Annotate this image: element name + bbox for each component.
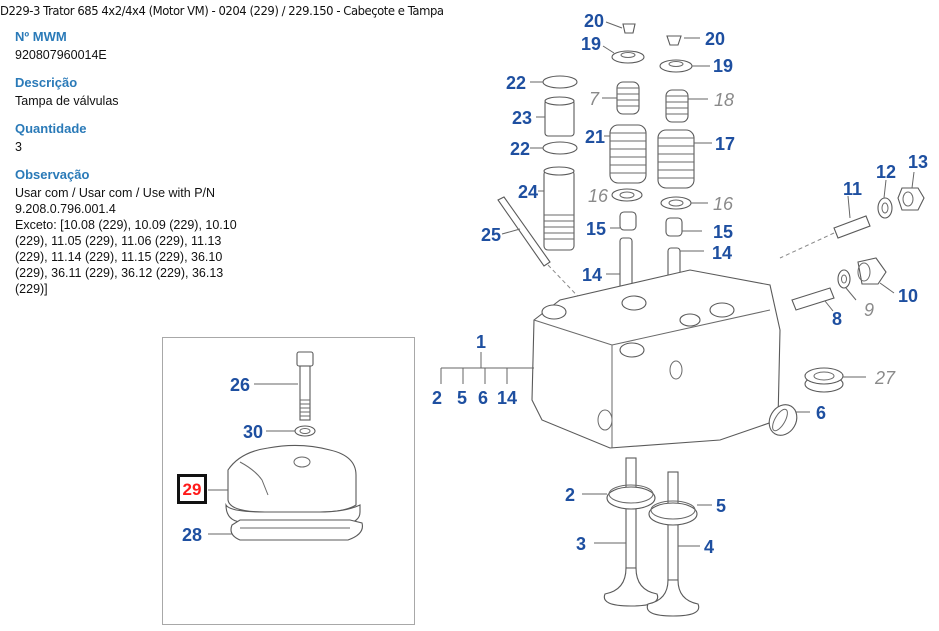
callout-13[interactable]: 13 — [908, 152, 928, 172]
callout-5-head[interactable]: 5 — [457, 388, 467, 408]
washer-30[interactable] — [294, 425, 316, 437]
selected-part-number: 29 — [182, 480, 202, 499]
observation-label: Observação — [15, 167, 90, 182]
valve-4[interactable] — [646, 471, 700, 617]
callout-28[interactable]: 28 — [182, 525, 202, 545]
callout-2[interactable]: 2 — [565, 485, 575, 505]
callout-30[interactable]: 30 — [243, 422, 263, 442]
inner-spring-18[interactable] — [665, 89, 689, 123]
callout-6[interactable]: 6 — [816, 403, 826, 423]
callout-22-top[interactable]: 22 — [506, 73, 526, 93]
callout-17[interactable]: 17 — [715, 134, 735, 154]
quantity-label: Quantidade — [15, 121, 87, 136]
callout-14-right[interactable]: 14 — [712, 243, 732, 263]
washer-12[interactable] — [877, 197, 893, 219]
callout-11[interactable]: 11 — [843, 179, 862, 199]
valve-seal-15-left[interactable] — [619, 211, 637, 231]
mwm-label: Nº MWM — [15, 29, 67, 44]
callout-8[interactable]: 8 — [832, 309, 842, 329]
quantity-value: 3 — [15, 140, 22, 154]
valve-keeper-20-left[interactable] — [622, 23, 636, 34]
callout-1[interactable]: 1 — [476, 332, 486, 352]
bolt-26[interactable] — [296, 351, 314, 421]
callout-20-right[interactable]: 20 — [705, 29, 725, 49]
stud-8[interactable] — [791, 287, 835, 311]
callout-10[interactable]: 10 — [898, 286, 918, 306]
inner-spring-7[interactable] — [616, 81, 640, 115]
tube-24[interactable] — [543, 166, 575, 251]
part-details-panel: Nº MWM 920807960014E Descrição Tampa de … — [15, 29, 265, 309]
description-value: Tampa de válvulas — [15, 94, 119, 108]
callout-5[interactable]: 5 — [716, 496, 726, 516]
spring-seat-16-left[interactable] — [611, 188, 643, 202]
spring-cap-19-left[interactable] — [611, 50, 645, 64]
outer-spring-17[interactable] — [657, 129, 695, 189]
mwm-value: 920807960014E — [15, 48, 107, 62]
observation-value: Usar com / Usar com / Use with P/N 9.208… — [15, 186, 237, 296]
sleeve-23[interactable] — [544, 96, 575, 137]
stud-25[interactable] — [497, 196, 551, 267]
callout-14-head[interactable]: 14 — [497, 388, 517, 408]
nut-13[interactable] — [897, 187, 925, 211]
valve-seat-ring-5[interactable] — [648, 500, 698, 526]
callout-21[interactable]: 21 — [585, 127, 605, 147]
description-label: Descrição — [15, 75, 78, 90]
nut-10[interactable] — [857, 257, 887, 285]
hose-clamp-22-bottom[interactable] — [542, 141, 578, 155]
callout-18[interactable]: 18 — [714, 90, 734, 110]
callout-7[interactable]: 7 — [589, 89, 600, 109]
callout-20-left[interactable]: 20 — [584, 11, 604, 31]
callout-9[interactable]: 9 — [864, 300, 874, 320]
spring-cap-19-right[interactable] — [659, 59, 693, 73]
spring-seat-16-right[interactable] — [660, 196, 692, 210]
hose-clamp-22-top[interactable] — [542, 75, 578, 89]
valve-keeper-20-right[interactable] — [666, 35, 682, 46]
callout-16-left[interactable]: 16 — [588, 186, 609, 206]
valve-seat-ring-2[interactable] — [606, 484, 656, 510]
callout-22-bottom[interactable]: 22 — [510, 139, 530, 159]
valve-3[interactable] — [603, 457, 659, 607]
stud-11[interactable] — [833, 215, 871, 239]
callout-27[interactable]: 27 — [874, 368, 896, 388]
callout-6-head[interactable]: 6 — [478, 388, 488, 408]
callout-14-left[interactable]: 14 — [582, 265, 602, 285]
callout-15-right[interactable]: 15 — [713, 222, 733, 242]
callout-3[interactable]: 3 — [576, 534, 586, 554]
callout-2-head[interactable]: 2 — [432, 388, 442, 408]
valve-cover-inset — [162, 337, 415, 625]
callout-23[interactable]: 23 — [512, 108, 532, 128]
callout-24[interactable]: 24 — [518, 182, 538, 202]
valve-seat-6[interactable] — [764, 400, 803, 441]
outer-spring-21[interactable] — [609, 124, 647, 184]
gasket-28[interactable] — [230, 519, 363, 541]
valve-seal-15-right[interactable] — [665, 217, 683, 237]
callout-15-left[interactable]: 15 — [586, 219, 606, 239]
callout-25[interactable]: 25 — [481, 225, 501, 245]
valve-cover-29[interactable] — [225, 444, 361, 525]
cylinder-head-1[interactable] — [531, 269, 781, 449]
callout-4[interactable]: 4 — [704, 537, 714, 557]
cap-27[interactable] — [804, 367, 844, 393]
selected-part-callout-29[interactable]: 29 — [177, 474, 207, 504]
callout-26[interactable]: 26 — [230, 375, 250, 395]
callout-19-left[interactable]: 19 — [581, 34, 601, 54]
callout-12[interactable]: 12 — [876, 162, 896, 182]
breadcrumb: D229-3 Trator 685 4x2/4x4 (Motor VM) - 0… — [0, 3, 447, 18]
callout-16-right[interactable]: 16 — [713, 194, 734, 214]
washer-9[interactable] — [837, 269, 851, 289]
callout-19-right[interactable]: 19 — [713, 56, 733, 76]
